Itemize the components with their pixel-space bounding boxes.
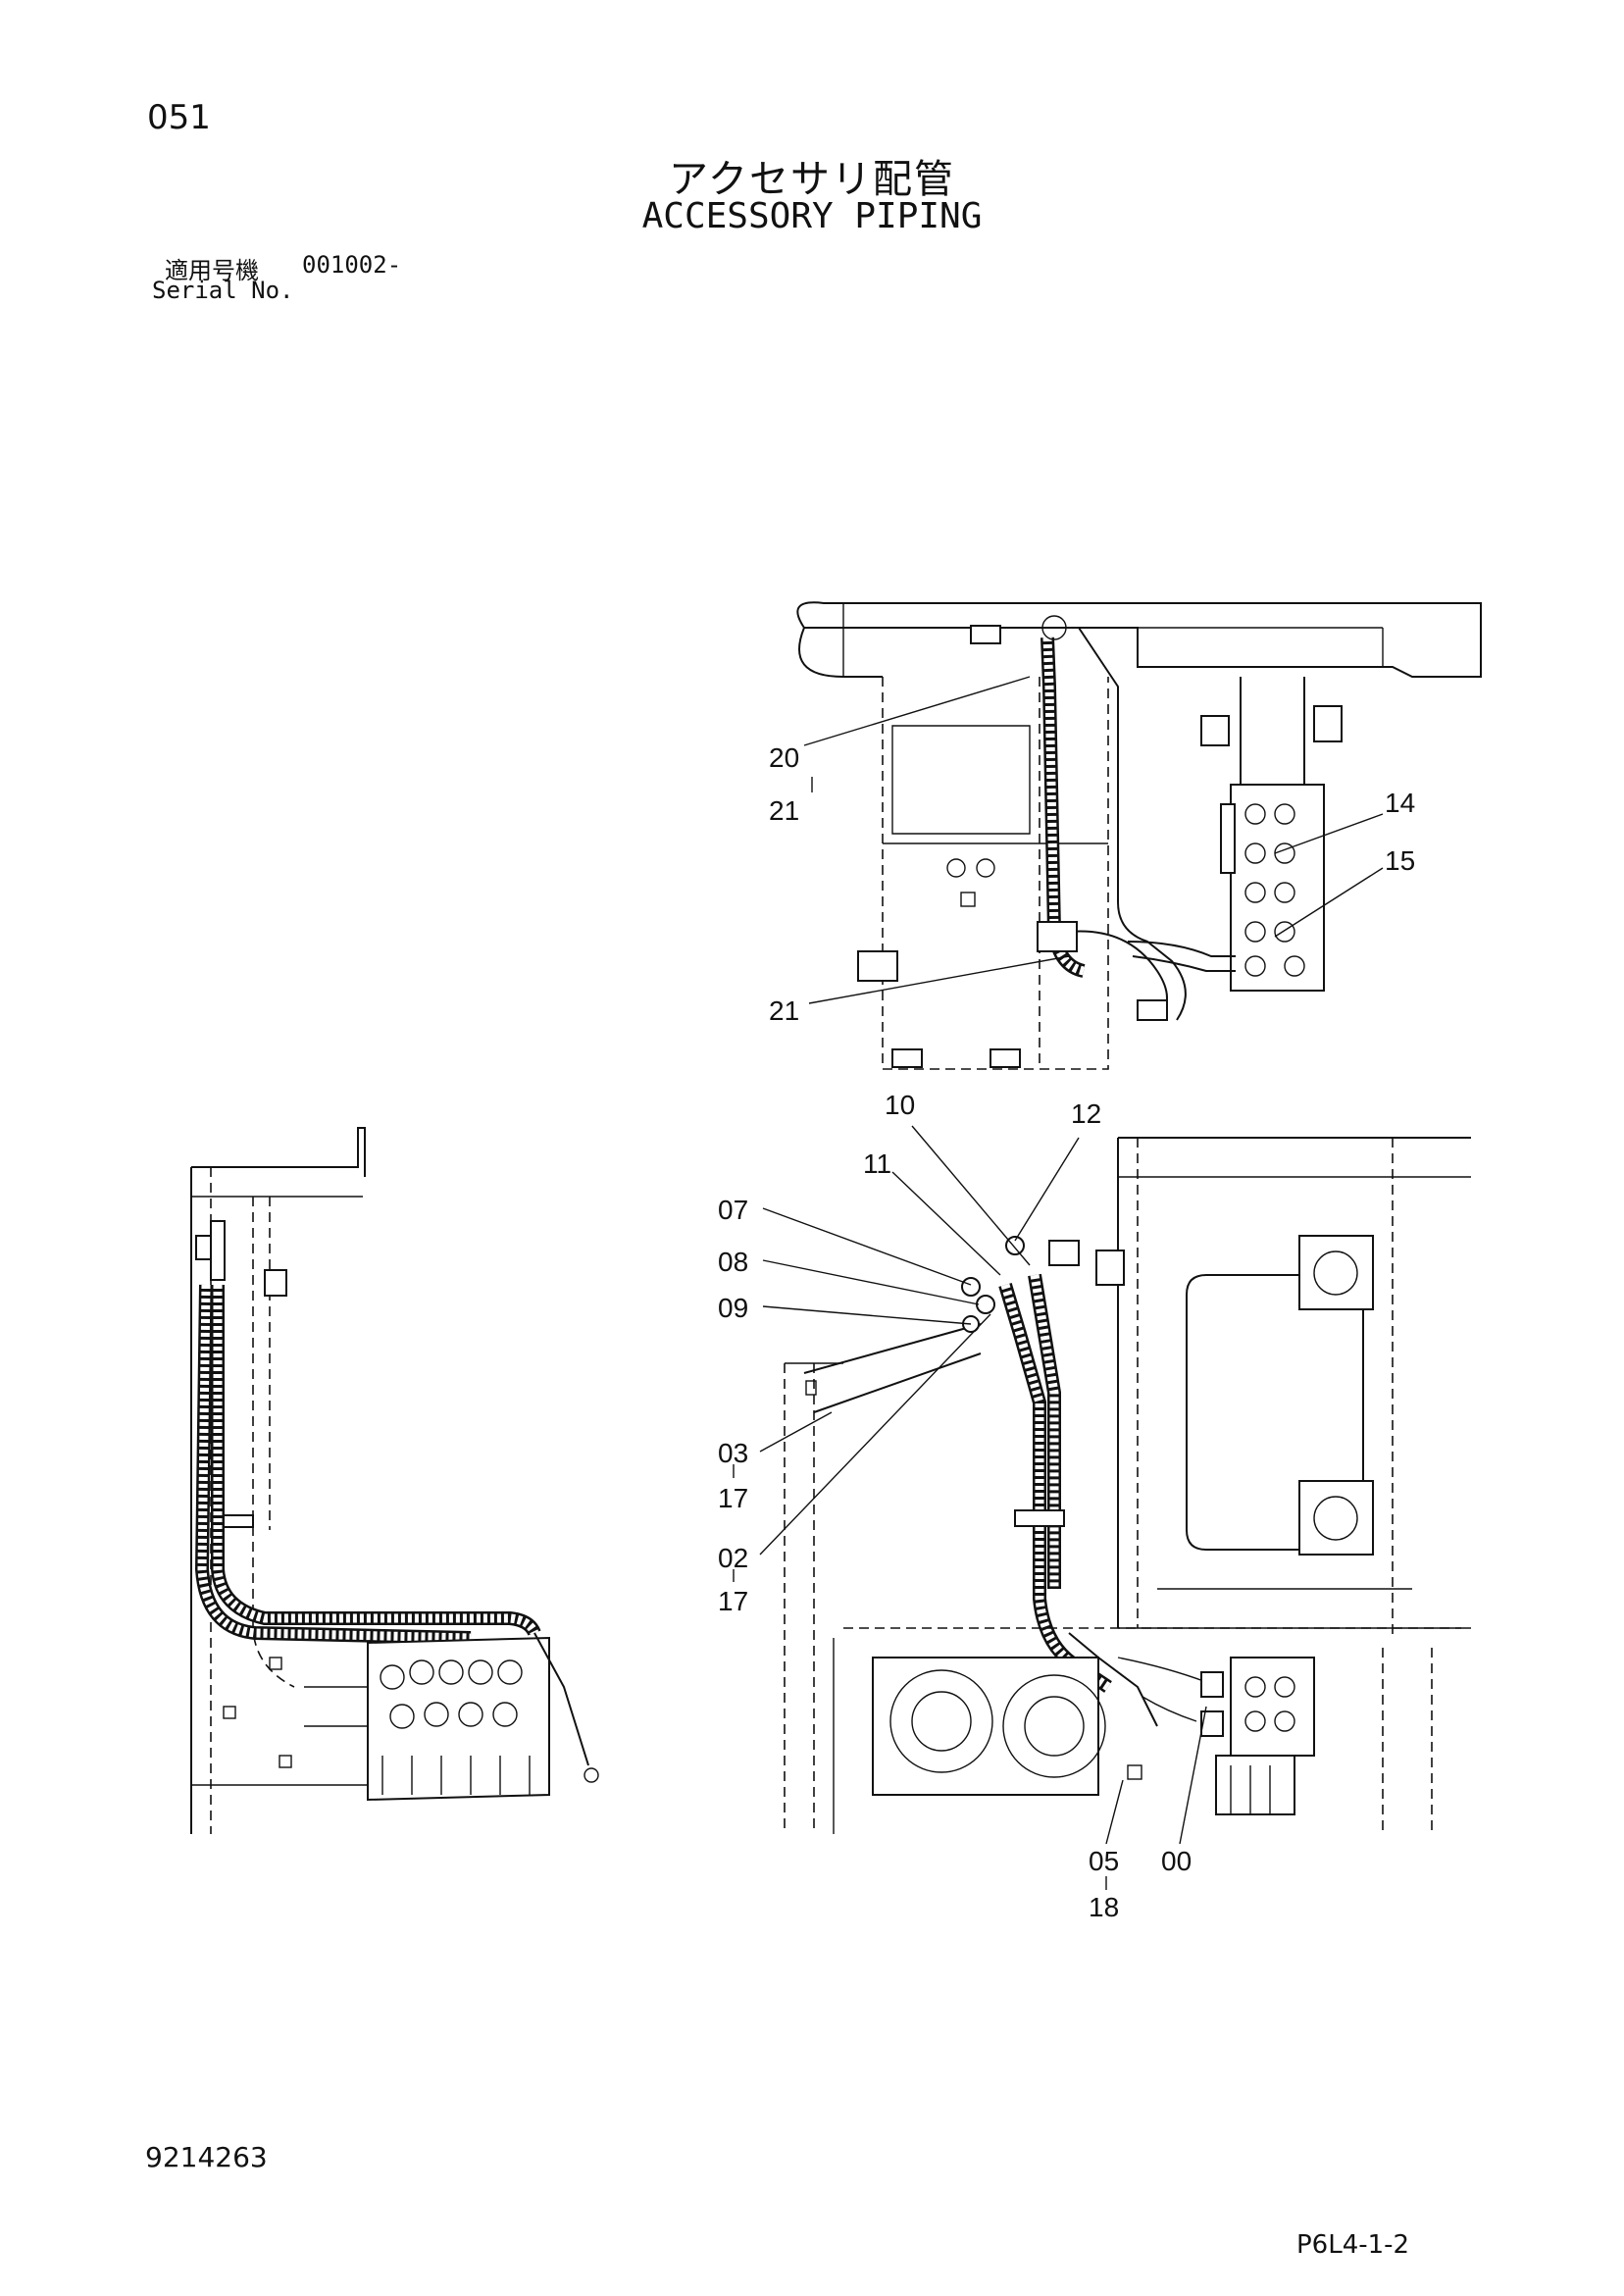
callout-07: 07 [718,1195,748,1225]
callout-05: 05 [1089,1846,1119,1876]
callout-03: 03 [718,1438,748,1468]
leader-lines [733,676,1384,1890]
top-view-drawing [796,601,1482,1070]
title-english: ACCESSORY PIPING [641,196,983,236]
callout-21-lower: 21 [769,995,799,1026]
page-number: 051 [147,98,211,137]
serial-value: 001002- [302,251,402,279]
callout-15: 15 [1385,845,1415,876]
callout-12: 12 [1071,1098,1101,1129]
callout-18: 18 [1089,1892,1119,1922]
callout-17-lower: 17 [718,1586,748,1616]
callout-21-upper: 21 [769,795,799,826]
callout-20: 20 [769,742,799,773]
callout-02: 02 [718,1543,748,1573]
title-japanese: アクセサリ配管 [669,157,955,202]
callouts-top-view: 20 21 14 15 21 [769,742,1415,1026]
side-view-drawing [190,1127,599,1834]
callout-17-upper: 17 [718,1483,748,1513]
front-view-drawing [784,1137,1471,1834]
callout-10: 10 [885,1090,915,1120]
callout-00: 00 [1161,1846,1192,1876]
callout-08: 08 [718,1247,748,1277]
callout-11: 11 [863,1148,891,1179]
document-number: 9214263 [145,2141,268,2173]
serial-label-english: Serial No. [152,277,294,304]
serial-label-japanese: 適用号機 [165,257,259,284]
callouts-front-view: 10 12 11 07 08 09 03 17 02 17 05 18 00 [718,1090,1192,1922]
callout-09: 09 [718,1293,748,1323]
callout-14: 14 [1385,788,1415,818]
figure-code: P6L4-1-2 [1296,2230,1410,2260]
